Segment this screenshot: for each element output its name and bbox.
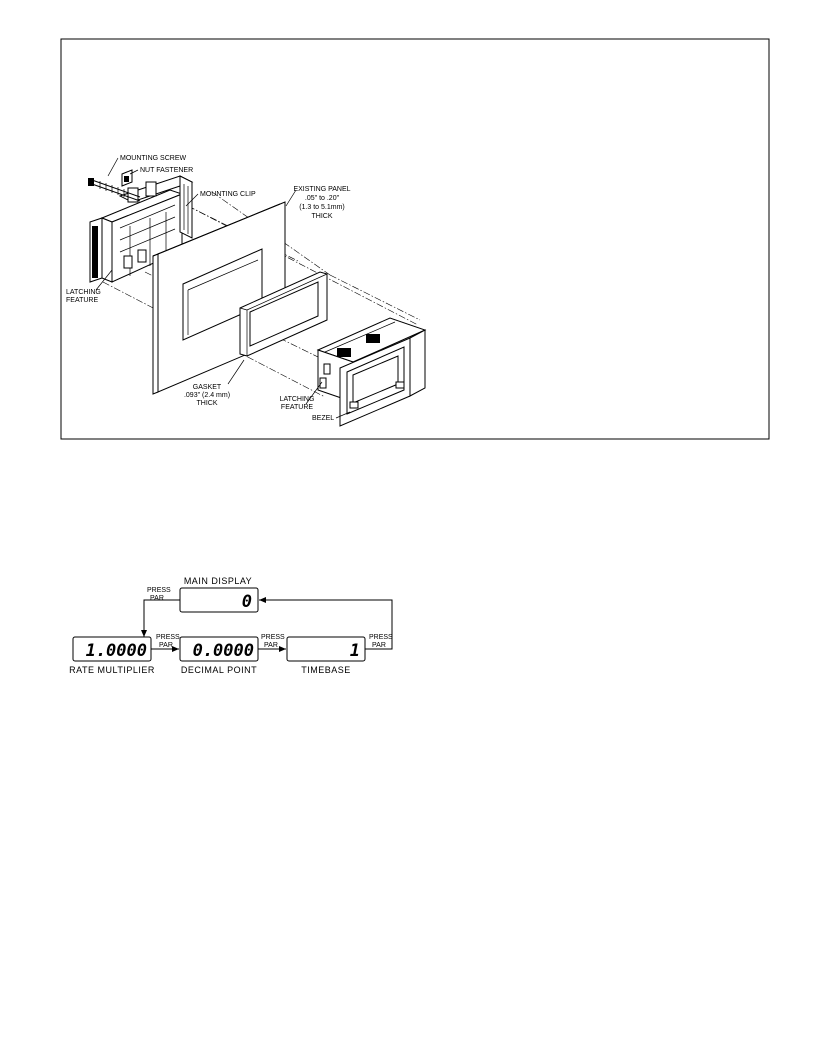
gasket-line-2: .093" (2.4 mm) bbox=[184, 392, 230, 399]
timebase-label: TIMEBASE bbox=[301, 665, 351, 675]
latching-left-line-1: LATCHING bbox=[66, 289, 101, 296]
timebase-value: 1 bbox=[350, 641, 360, 661]
label-bezel: BEZEL bbox=[312, 415, 334, 422]
decimal-point-display: 0.0000 bbox=[179, 636, 259, 662]
decimal-point-label: DECIMAL POINT bbox=[181, 665, 257, 675]
gasket bbox=[239, 271, 328, 357]
existing-panel-line-4: THICK bbox=[312, 213, 333, 220]
par-text: PAR bbox=[159, 642, 173, 649]
label-mounting-screw: MOUNTING SCREW bbox=[120, 155, 187, 162]
press-par-label-2: PRESS PAR bbox=[156, 634, 180, 649]
gasket-line-1: GASKET bbox=[193, 384, 222, 391]
timebase-display: 1 bbox=[286, 636, 366, 662]
latching-right-line-2: FEATURE bbox=[281, 404, 313, 411]
press-par-label-3: PRESS PAR bbox=[261, 634, 285, 649]
latching-right-line-1: LATCHING bbox=[280, 396, 315, 403]
rate-multiplier-label: RATE MULTIPLIER bbox=[69, 665, 155, 675]
label-latching-feature-right: LATCHING FEATURE bbox=[280, 396, 315, 411]
par-text: PAR bbox=[150, 595, 164, 602]
flow-arrows bbox=[141, 597, 393, 652]
existing-panel-line-1: EXISTING PANEL bbox=[293, 186, 350, 193]
programming-flow-figure: MAIN DISPLAY 0 1.0000 RATE MULTIPLIER 0.… bbox=[69, 576, 393, 675]
label-gasket: GASKET .093" (2.4 mm) THICK bbox=[184, 384, 230, 407]
mounting-screw bbox=[88, 178, 141, 202]
label-latching-feature-left: LATCHING FEATURE bbox=[66, 289, 101, 304]
press-text: PRESS bbox=[156, 634, 180, 641]
installation-figure: MOUNTING SCREW NUT FASTENER MOUNTING CLI… bbox=[60, 38, 770, 440]
main-display-title: MAIN DISPLAY bbox=[184, 576, 252, 586]
press-par-label-4: PRESS PAR bbox=[369, 634, 393, 649]
main-display: 0 bbox=[179, 587, 259, 613]
label-existing-panel: EXISTING PANEL .05" to .20" (1.3 to 5.1m… bbox=[293, 186, 350, 220]
press-text: PRESS bbox=[261, 634, 285, 641]
existing-panel-line-2: .05" to .20" bbox=[305, 195, 340, 202]
label-mounting-clip: MOUNTING CLIP bbox=[200, 191, 256, 198]
existing-panel-line-3: (1.3 to 5.1mm) bbox=[299, 204, 345, 211]
figure-border bbox=[60, 38, 770, 440]
press-text: PRESS bbox=[369, 634, 393, 641]
rate-multiplier-value: 1.0000 bbox=[86, 641, 147, 661]
nut-fastener bbox=[121, 169, 133, 187]
par-text: PAR bbox=[264, 642, 278, 649]
press-par-label-1: PRESS PAR bbox=[147, 587, 171, 602]
meter-front bbox=[316, 317, 427, 427]
par-text: PAR bbox=[372, 642, 386, 649]
press-text: PRESS bbox=[147, 587, 171, 594]
decimal-point-value: 0.0000 bbox=[193, 641, 254, 661]
main-display-value: 0 bbox=[242, 592, 252, 612]
label-nut-fastener: NUT FASTENER bbox=[140, 167, 193, 174]
gasket-line-3: THICK bbox=[197, 400, 218, 407]
latching-left-line-2: FEATURE bbox=[66, 297, 98, 304]
leader-lines bbox=[95, 157, 351, 419]
rate-multiplier-display: 1.0000 bbox=[72, 636, 152, 662]
